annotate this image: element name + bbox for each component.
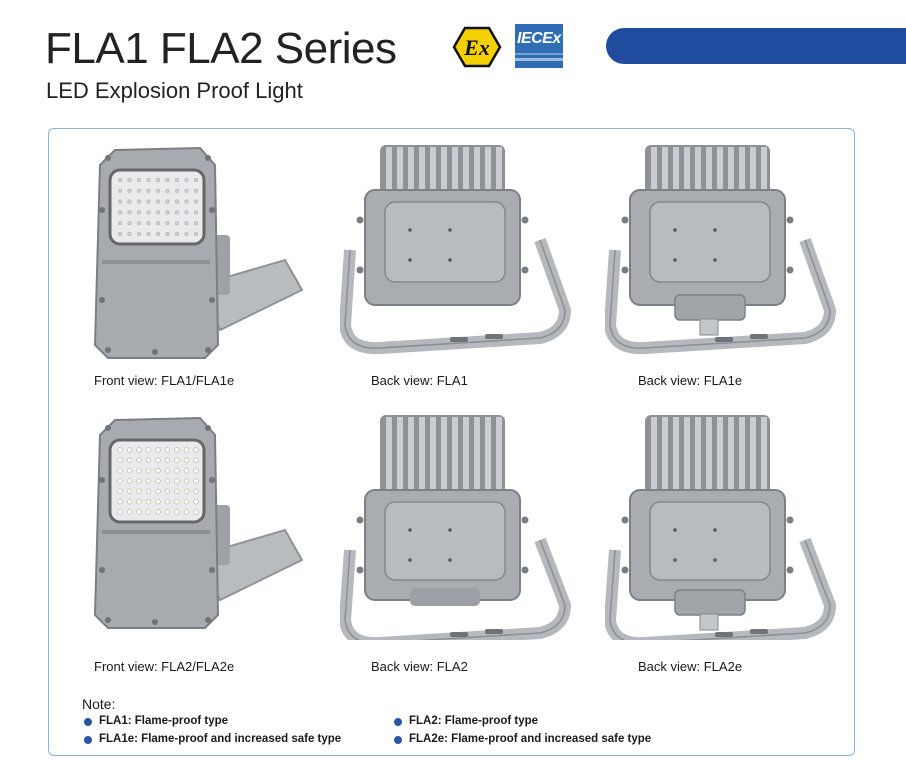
caption-front-fla1: Front view: FLA1/FLA1e — [94, 373, 235, 388]
note-item-fla1e: FLA1e: Flame-proof and increased safe ty… — [99, 733, 342, 745]
iecex-logo-text: IECEx — [517, 30, 561, 47]
caption-back-fla1: Back view: FLA1 — [371, 373, 468, 388]
iecex-certification-icon: IECEx — [515, 24, 563, 68]
product-views-panel — [48, 128, 855, 756]
product-image-back-fla2 — [340, 410, 590, 680]
ex-logo-text: Ex — [463, 35, 490, 60]
product-image-back-fla1e — [605, 140, 855, 410]
header-accent-bar — [606, 28, 906, 64]
caption-back-fla1e: Back view: FLA1e — [638, 373, 743, 388]
page-title: FLA1 FLA2 Series — [45, 24, 397, 73]
product-image-back-fla1 — [340, 140, 590, 410]
page-subtitle: LED Explosion Proof Light — [46, 78, 303, 103]
product-image-front-large — [80, 410, 330, 680]
note-item-fla2: FLA2: Flame-proof type — [409, 715, 539, 727]
note-title: Note: — [82, 696, 116, 712]
bullet-icon — [84, 736, 92, 744]
caption-front-fla2: Front view: FLA2/FLA2e — [94, 659, 235, 674]
caption-back-fla2e: Back view: FLA2e — [638, 659, 743, 674]
product-image-back-fla2e — [605, 410, 855, 680]
bullet-icon — [394, 718, 402, 726]
caption-back-fla2: Back view: FLA2 — [371, 659, 468, 674]
note-item-fla1: FLA1: Flame-proof type — [99, 715, 229, 727]
note-item-fla2e: FLA2e: Flame-proof and increased safe ty… — [409, 733, 652, 745]
bullet-icon — [394, 736, 402, 744]
bullet-icon — [84, 718, 92, 726]
product-image-front-small — [80, 140, 330, 410]
atex-ex-hexagon-icon: Ex — [452, 26, 502, 68]
